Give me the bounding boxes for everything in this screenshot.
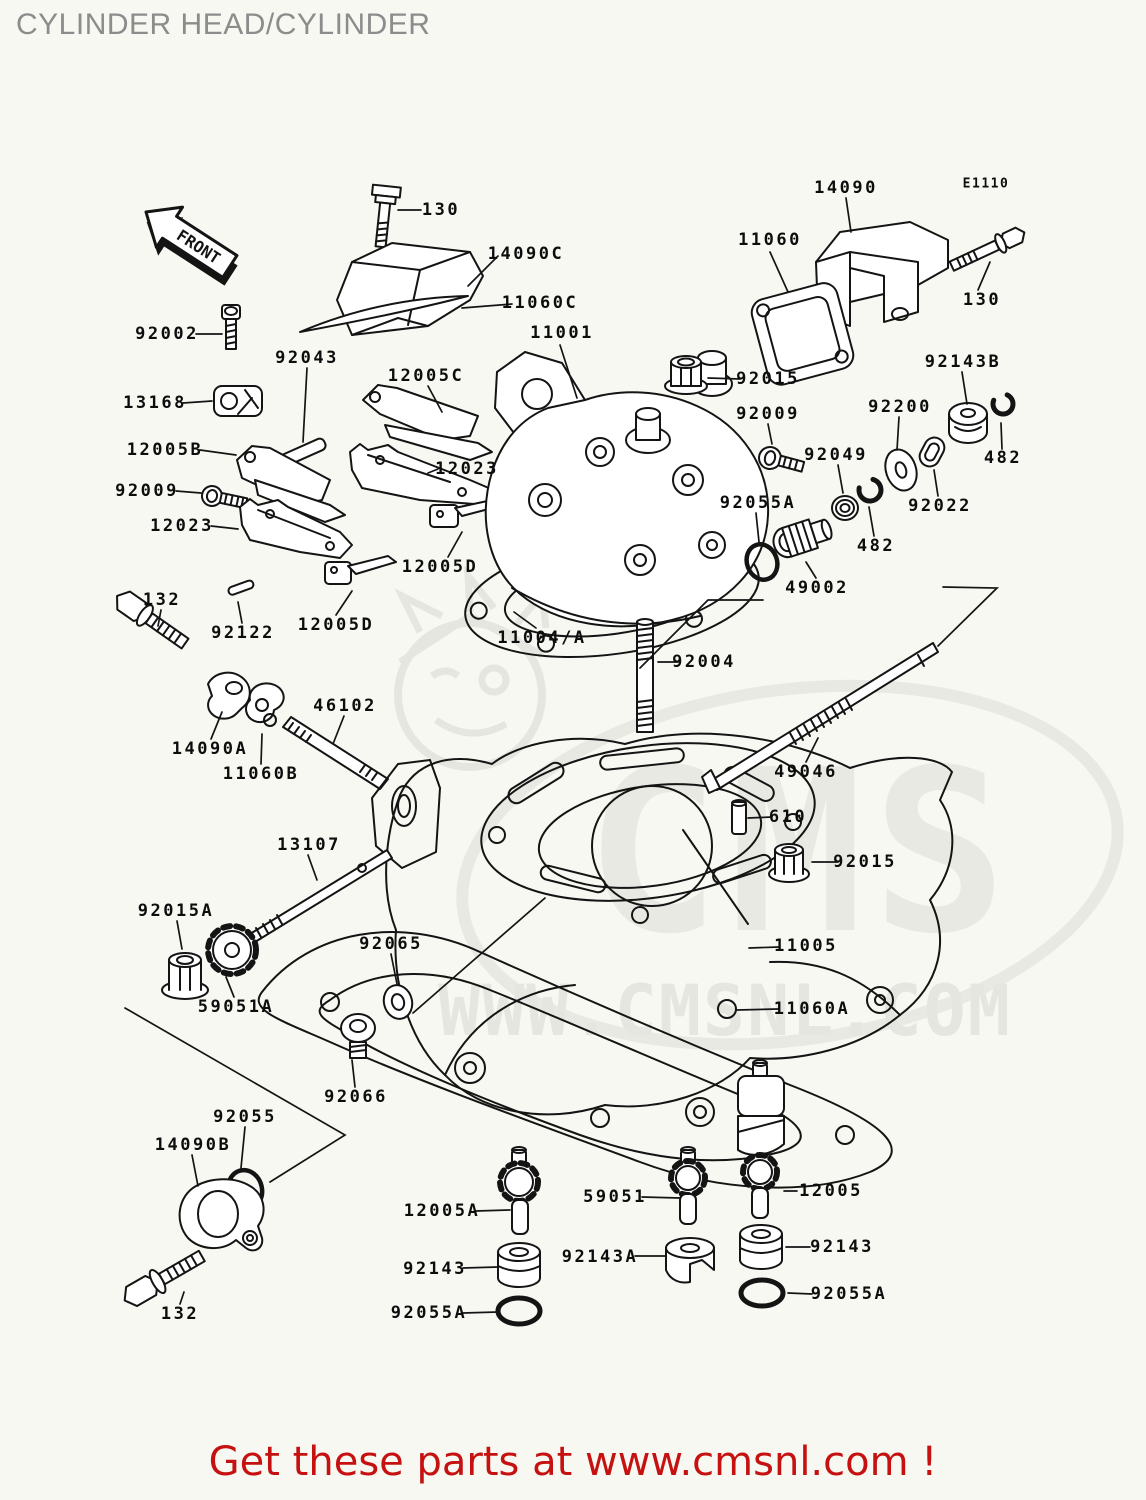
part-cylinder-11005 xyxy=(371,732,954,1127)
part-gasket-11060 xyxy=(750,282,855,386)
part-shaft-46102 xyxy=(282,716,389,790)
part-knob-14090A xyxy=(207,671,251,720)
part-valve-12005A xyxy=(497,1146,541,1235)
part-nut-92015-head xyxy=(664,355,708,395)
part-collar-92143A xyxy=(665,1237,715,1284)
part-screw-92009-left xyxy=(201,485,249,510)
part-pin-610 xyxy=(731,799,747,835)
part-nut-92015A xyxy=(161,952,209,1000)
part-washer-92143-left xyxy=(497,1242,541,1288)
part-grommet-11060B xyxy=(245,682,285,727)
part-fitting-49002 xyxy=(772,518,833,559)
part-collar-92143B xyxy=(948,402,988,444)
footer-link[interactable]: Get these parts at www.cmsnl.com ! xyxy=(208,1439,938,1485)
leader-lines xyxy=(124,197,1003,1314)
watermark-logo: CMS WWW.CMSNL.COM xyxy=(394,565,1124,1052)
part-oring-92055A-left xyxy=(495,1295,543,1327)
part-bracket-12023-left xyxy=(239,498,353,559)
part-gasket-11060C xyxy=(299,295,469,333)
part-base-gasket-11060A xyxy=(257,931,893,1189)
part-washer-92200 xyxy=(884,448,918,492)
part-screw-92009-right xyxy=(758,446,806,473)
part-hook-12005D-lower xyxy=(324,555,397,585)
part-eclip-482-mid xyxy=(856,476,884,504)
part-bolt-130-top xyxy=(370,183,402,249)
part-gear-59051 xyxy=(668,1146,708,1225)
part-screw-92066 xyxy=(340,1013,376,1059)
footer-banner: Get these parts at www.cmsnl.com ! xyxy=(0,1425,1146,1500)
front-arrow: FRONT xyxy=(144,205,239,286)
part-oring-92055A-right xyxy=(738,1277,786,1309)
part-lever-12005C xyxy=(362,384,493,461)
part-bolt-92002 xyxy=(221,304,241,350)
part-valve-12005 xyxy=(737,1059,785,1219)
part-shaft-49046 xyxy=(701,642,939,794)
part-clamp-13168 xyxy=(213,385,263,417)
part-clip-92022 xyxy=(918,436,946,468)
part-gear-59051A xyxy=(205,923,259,977)
part-stud-92004 xyxy=(636,618,654,733)
part-washer-92065 xyxy=(382,984,414,1020)
part-bolt-130-right xyxy=(948,226,1026,272)
part-nut-92015-lower xyxy=(768,843,810,883)
part-lever-12005B xyxy=(236,445,346,523)
part-holder-14090B xyxy=(178,1178,265,1252)
watermark-url-text: WWW.CMSNL.COM xyxy=(438,970,1012,1052)
part-oring-92055A-top xyxy=(744,542,780,582)
part-bolt-132-bottom xyxy=(123,1249,206,1308)
part-shaft-13107 xyxy=(249,849,393,943)
part-washer-92143-right xyxy=(739,1224,783,1270)
part-seal-92049 xyxy=(831,495,859,521)
part-pin-92122 xyxy=(227,579,255,596)
part-bracket-12023-right xyxy=(349,443,499,506)
page-title: CYLINDER HEAD/CYLINDER xyxy=(16,8,431,41)
part-bolt-132-top xyxy=(116,590,190,650)
part-cylinder-head-11001 xyxy=(484,350,770,628)
part-eclip-482-right xyxy=(990,391,1016,417)
